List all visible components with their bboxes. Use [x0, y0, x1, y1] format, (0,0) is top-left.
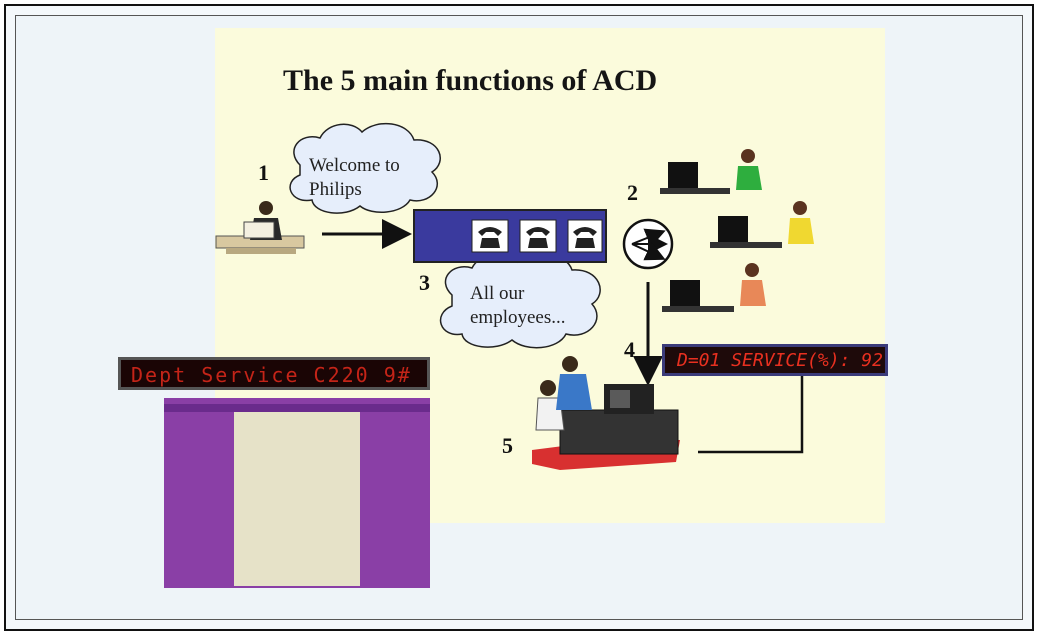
welcome-cloud: [289, 122, 441, 214]
screen-table-panel: [234, 412, 360, 586]
agent-icon: [660, 149, 762, 194]
ticker-display: Dept Service C220 9#: [118, 357, 430, 390]
welcome-line-2: Philips: [309, 179, 362, 200]
ticker-text: Dept Service C220 9#: [131, 363, 412, 387]
employees-line-2: employees...: [470, 307, 566, 328]
supervisor-workstation-icon: [532, 356, 680, 470]
queue-bar: [413, 209, 607, 263]
agent-icon: [662, 263, 766, 312]
step-2-label: 2: [627, 180, 638, 205]
step-3-label: 3: [419, 270, 430, 295]
step-4-label: 4: [624, 337, 635, 362]
phone-icon: [567, 219, 603, 253]
step-5-label: 5: [502, 433, 513, 458]
service-text: D=01 SERVICE(%): 92: [677, 350, 883, 371]
welcome-text: Welcome to Philips: [309, 154, 400, 202]
screen-menu-bar: [164, 404, 430, 412]
employees-line-1: All our: [470, 283, 525, 304]
step-1-label: 1: [258, 160, 269, 185]
phone-icon: [519, 219, 557, 253]
employees-text: All our employees...: [470, 282, 566, 330]
phone-icon: [471, 219, 509, 253]
report-screen: [164, 398, 430, 588]
distributor-icon: [622, 218, 674, 270]
welcome-line-1: Welcome to: [309, 155, 400, 176]
caller-icon: [215, 201, 305, 254]
service-display: D=01 SERVICE(%): 92: [662, 344, 888, 376]
agent-icon: [710, 201, 814, 248]
diagram-title: The 5 main functions of ACD: [283, 64, 658, 97]
